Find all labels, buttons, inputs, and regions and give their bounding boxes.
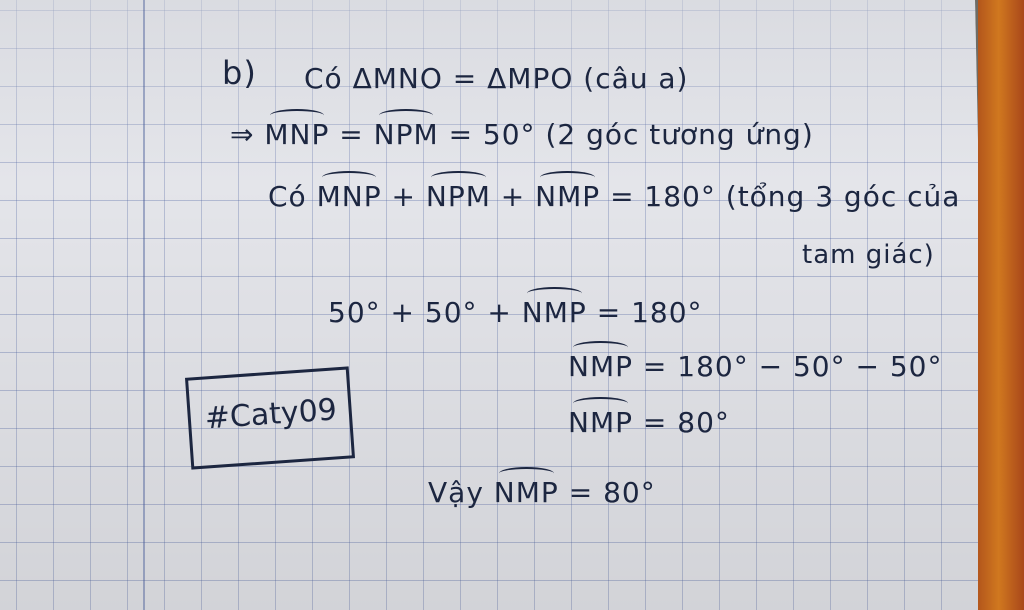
co-word: Có [268, 180, 307, 213]
plus-sign: + [391, 180, 416, 213]
plus-sign: + [500, 180, 526, 213]
angle-npm: NPM [425, 171, 491, 213]
line-7-rest: = 80° [642, 406, 730, 439]
line-3: Có MNP + NPM + NMP = 180° (tổng 3 góc củ… [268, 171, 961, 213]
line-4: tam giác) [802, 240, 935, 270]
line-1: Có ΔMNO = ΔMPO (câu a) [304, 62, 689, 95]
margin-line [143, 0, 145, 610]
line-7: NMP = 80° [568, 397, 730, 439]
line-2-rest: = 50° (2 góc tương ứng) [448, 118, 814, 151]
line-5-rest: = 180° [596, 296, 703, 329]
line-5: 50° + 50° + NMP = 180° [328, 287, 703, 329]
angle-nmp: NMP [568, 397, 633, 439]
angle-mnp: MNP [316, 171, 382, 213]
implies-arrow: ⇒ [230, 118, 255, 151]
line-8-rest: = 80° [568, 476, 656, 509]
line-6: NMP = 180° − 50° − 50° [568, 341, 943, 383]
line-8: Vậy NMP = 80° [428, 467, 656, 509]
line-3-rest: = 180° (tổng 3 góc của [610, 180, 961, 213]
line-5-prefix: 50° + 50° + [328, 296, 512, 329]
angle-nmp: NMP [493, 467, 559, 509]
angle-mnp: MNP [264, 109, 330, 151]
part-label: b) [222, 54, 257, 92]
line-6-rest: = 180° − 50° − 50° [642, 350, 943, 383]
author-tag: #Caty09 [203, 392, 338, 437]
angle-nmp: NMP [521, 287, 587, 329]
paper-shading [0, 0, 988, 610]
line-2: ⇒ MNP = NPM = 50° (2 góc tương ứng) [230, 109, 814, 151]
equals-sign: = [339, 118, 364, 151]
angle-nmp: NMP [535, 171, 601, 213]
angle-nmp: NMP [568, 341, 633, 383]
author-tag-box: #Caty09 [184, 366, 356, 470]
vay-word: Vậy [428, 476, 484, 509]
angle-npm: NPM [373, 109, 439, 151]
wooden-table-edge [978, 0, 1024, 610]
